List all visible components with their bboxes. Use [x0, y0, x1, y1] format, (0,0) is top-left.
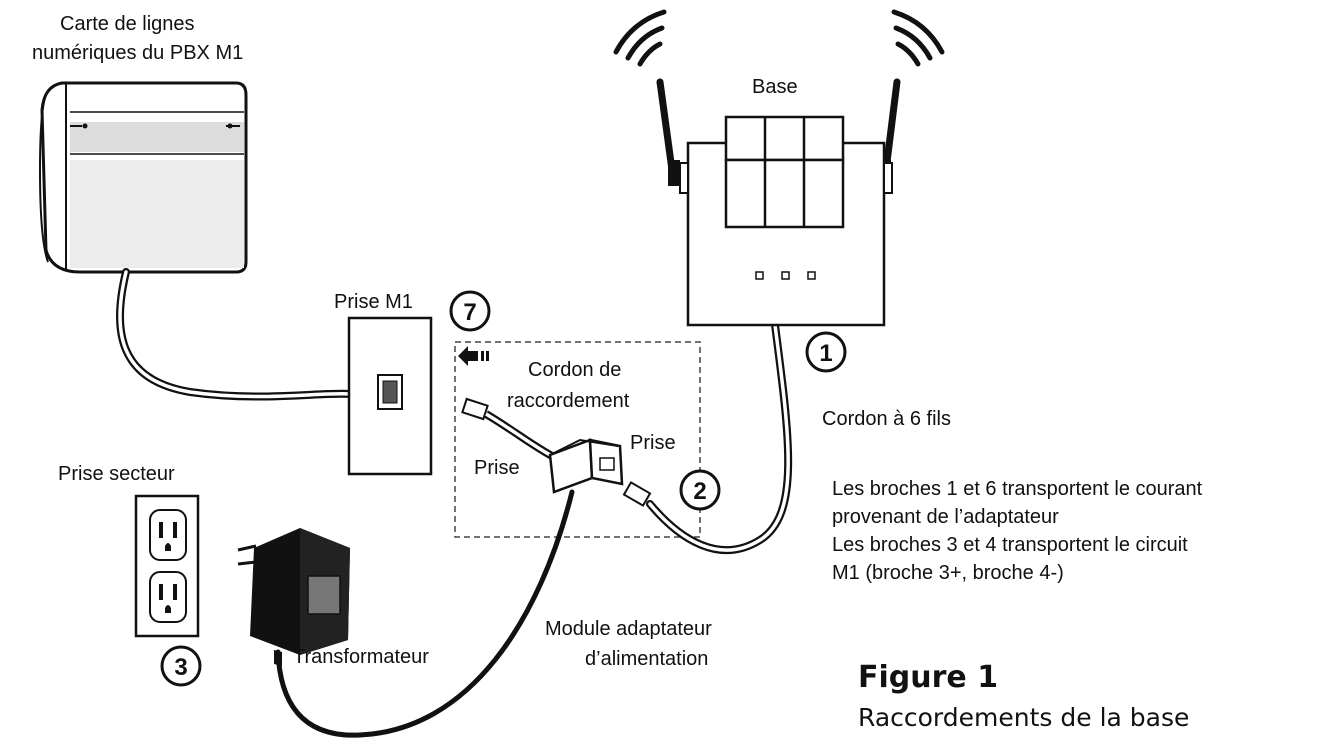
svg-text:1: 1 [819, 340, 832, 367]
module-adaptateur-line2: d’alimentation [585, 648, 708, 670]
prise-m1-label: Prise M1 [334, 291, 413, 313]
m1-wall-jack [347, 316, 433, 476]
prise-left-label: Prise [474, 457, 520, 479]
base-label: Base [752, 76, 798, 98]
pbx-card-label-line2: numériques du PBX M1 [32, 42, 243, 64]
prise-secteur-label: Prise secteur [58, 463, 175, 485]
right-plug [622, 481, 652, 507]
broches-note-line2: provenant de l’adaptateur [832, 506, 1059, 528]
broches-note-line3: Les broches 3 et 4 transportent le circu… [832, 534, 1188, 556]
cordon-raccordement-line1: Cordon de [528, 359, 621, 381]
cordon-raccordement-line2: raccordement [507, 390, 630, 412]
patch-cord-group-box [454, 341, 701, 538]
callout-1: 1 [805, 331, 847, 373]
callout-2: 2 [679, 469, 721, 511]
signal-left-icon [613, 9, 667, 67]
callout-3: 3 [160, 645, 202, 687]
figure-title: Figure 1 [858, 660, 998, 695]
svg-text:2: 2 [693, 478, 706, 505]
transformer [237, 528, 350, 666]
callout-7: 7 [449, 290, 491, 332]
wall-power-outlet [134, 494, 200, 638]
base-station [613, 9, 945, 327]
svg-text:3: 3 [174, 654, 187, 681]
broches-note-line4: M1 (broche 3+, broche 4-) [832, 562, 1064, 584]
prise-right-label: Prise [630, 432, 676, 454]
broches-note-line1: Les broches 1 et 6 transportent le coura… [832, 478, 1203, 500]
pbx-cable [115, 268, 354, 401]
left-arrow-icon [458, 346, 489, 366]
pbx-line-card [38, 81, 248, 274]
power-adapter-module [548, 438, 624, 494]
pbx-card-label-line1: Carte de lignes [60, 13, 195, 35]
svg-text:7: 7 [463, 299, 476, 326]
patch-cord [461, 397, 554, 460]
cordon-6-fils-label: Cordon à 6 fils [822, 408, 951, 430]
transformer-cord [275, 489, 575, 738]
figure-subtitle: Raccordements de la base [858, 703, 1189, 732]
signal-right-icon [891, 9, 945, 67]
transformateur-label: Transformateur [293, 646, 429, 668]
module-adaptateur-line1: Module adaptateur [545, 618, 712, 640]
